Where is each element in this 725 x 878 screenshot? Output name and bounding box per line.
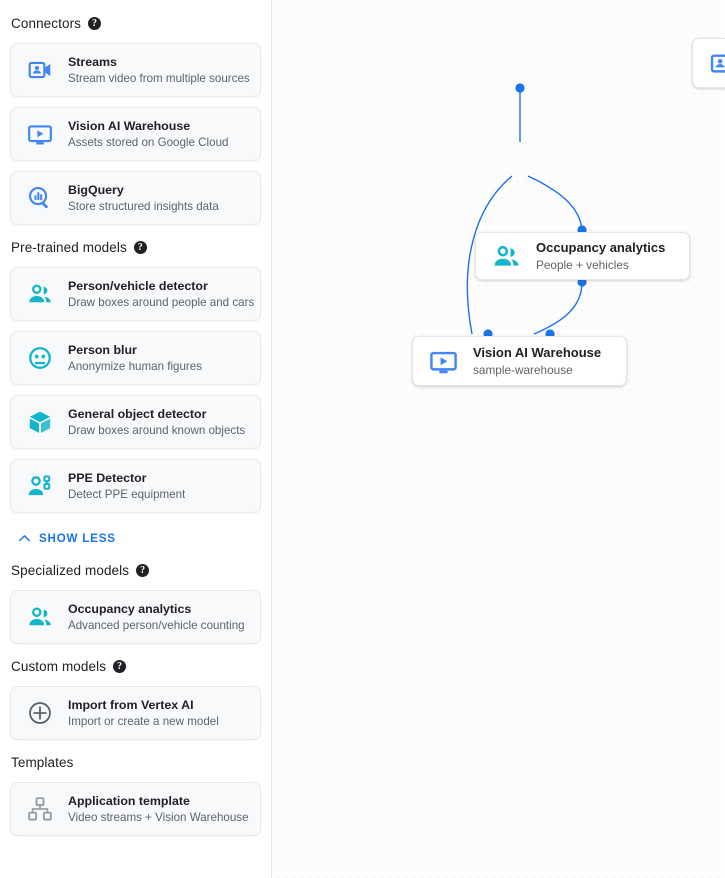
palette-card-title: Occupancy analytics: [68, 601, 192, 616]
palette-card-title: PPE Detector: [68, 470, 147, 485]
section-title: Custom models: [11, 658, 107, 674]
people-group-icon: [490, 240, 522, 272]
palette-card-title: Streams: [68, 54, 117, 69]
hierarchy-icon: [28, 797, 52, 821]
palette-card-subtitle: Anonymize human figures: [68, 359, 203, 373]
face-blur-icon: [25, 343, 55, 373]
help-icon[interactable]: ?: [88, 16, 102, 30]
help-icon[interactable]: ?: [133, 240, 147, 254]
palette-card[interactable]: BigQuery Store structured insights data: [10, 171, 261, 225]
people-group-icon: [29, 284, 51, 303]
chevron-up-icon: [17, 531, 32, 546]
video-camera-person-icon: [707, 47, 725, 79]
palette-card[interactable]: Streams Stream video from multiple sourc…: [10, 43, 261, 97]
section-title: Specialized models: [11, 562, 130, 578]
palette-card-subtitle: Video streams + Vision Warehouse: [68, 810, 249, 824]
palette-card-title: BigQuery: [68, 182, 124, 197]
chevron-up-icon: [19, 534, 30, 541]
face-blur-icon: [29, 347, 51, 369]
help-icon[interactable]: ?: [136, 563, 150, 577]
graph-node-warehouse[interactable]: Vision AI Warehouse sample-warehouse: [412, 336, 627, 386]
palette-card-subtitle: Advanced person/vehicle counting: [68, 618, 245, 632]
graph-node-streams[interactable]: Streams 0 source: [692, 38, 725, 88]
graph-node-subtitle: People + vehicles: [536, 257, 629, 272]
graph-node-occupancy[interactable]: Occupancy analytics People + vehicles: [475, 232, 690, 280]
port-streams-out[interactable]: [515, 83, 525, 93]
section-header-2: Specialized models ?: [10, 559, 261, 581]
palette-card-subtitle: Stream video from multiple sources: [68, 71, 250, 85]
video-camera-person-icon: [710, 53, 725, 73]
ppe-person-icon: [28, 475, 51, 496]
component-palette-sidebar: Connectors ? Streams Stream video from m…: [0, 0, 272, 878]
help-icon[interactable]: ?: [113, 659, 127, 673]
graph-node-subtitle: sample-warehouse: [473, 362, 573, 377]
cube-box-icon: [25, 407, 55, 437]
edge-chip-to-occupancy: [527, 175, 583, 231]
palette-card-subtitle: Assets stored on Google Cloud: [68, 135, 229, 149]
section-header-1: Pre-trained models ?: [10, 236, 261, 258]
section-header-4: Templates: [10, 751, 261, 773]
plus-circle-icon: [29, 702, 51, 724]
hierarchy-icon: [25, 794, 55, 824]
palette-card[interactable]: PPE Detector Detect PPE equipment: [10, 459, 261, 513]
section-header-3: Custom models ?: [10, 655, 261, 677]
palette-card[interactable]: Vision AI Warehouse Assets stored on Goo…: [10, 107, 261, 161]
magnifier-bars-icon: [28, 186, 48, 209]
show-less-label: SHOW LESS: [39, 531, 116, 545]
palette-card-title: Import from Vertex AI: [68, 697, 194, 712]
ppe-person-icon: [25, 471, 55, 501]
monitor-play-icon: [28, 125, 52, 145]
palette-card-subtitle: Detect PPE equipment: [68, 487, 186, 501]
edge-occupancy-to-warehouse: [533, 281, 583, 335]
people-group-icon: [25, 279, 55, 309]
graph-canvas[interactable]: Streams 0 source Occupancy analytics Peo…: [272, 0, 725, 878]
edge-ports: [483, 83, 587, 339]
monitor-play-icon: [429, 351, 457, 373]
video-camera-person-icon: [28, 61, 51, 79]
palette-card-subtitle: Import or create a new model: [68, 714, 219, 728]
people-group-icon: [494, 245, 518, 266]
cube-box-icon: [29, 411, 51, 433]
section-title: Connectors: [11, 15, 82, 31]
section-header-0: Connectors ?: [10, 12, 261, 34]
palette-card[interactable]: Occupancy analytics Advanced person/vehi…: [10, 590, 261, 644]
palette-card[interactable]: General object detector Draw boxes aroun…: [10, 395, 261, 449]
palette-card[interactable]: Person blur Anonymize human figures: [10, 331, 261, 385]
plus-circle-icon: [25, 698, 55, 728]
palette-card-subtitle: Store structured insights data: [68, 199, 219, 213]
graph-edges: [466, 83, 587, 339]
monitor-play-icon: [427, 345, 459, 377]
palette-card[interactable]: Application template Video streams + Vis…: [10, 782, 261, 836]
graph-node-title: Vision AI Warehouse: [473, 344, 602, 360]
palette-card-title: Person blur: [68, 342, 137, 357]
palette-card-title: Application template: [68, 793, 190, 808]
section-title: Templates: [11, 754, 74, 770]
palette-card-title: Person/vehicle detector: [68, 278, 208, 293]
show-less-button[interactable]: SHOW LESS: [17, 528, 261, 548]
palette-card-title: General object detector: [68, 406, 207, 421]
graph-node-title: Occupancy analytics: [536, 239, 666, 255]
palette-card-subtitle: Draw boxes around known objects: [68, 423, 246, 437]
monitor-play-icon: [25, 119, 55, 149]
people-group-icon: [25, 602, 55, 632]
palette-card-title: Vision AI Warehouse: [68, 118, 191, 133]
magnifier-bars-icon: [25, 183, 55, 213]
people-group-icon: [29, 607, 51, 626]
video-camera-person-icon: [25, 55, 55, 85]
palette-card[interactable]: Person/vehicle detector Draw boxes aroun…: [10, 267, 261, 321]
palette-card[interactable]: Import from Vertex AI Import or create a…: [10, 686, 261, 740]
section-title: Pre-trained models: [11, 239, 127, 255]
palette-card-subtitle: Draw boxes around people and cars: [68, 295, 255, 309]
